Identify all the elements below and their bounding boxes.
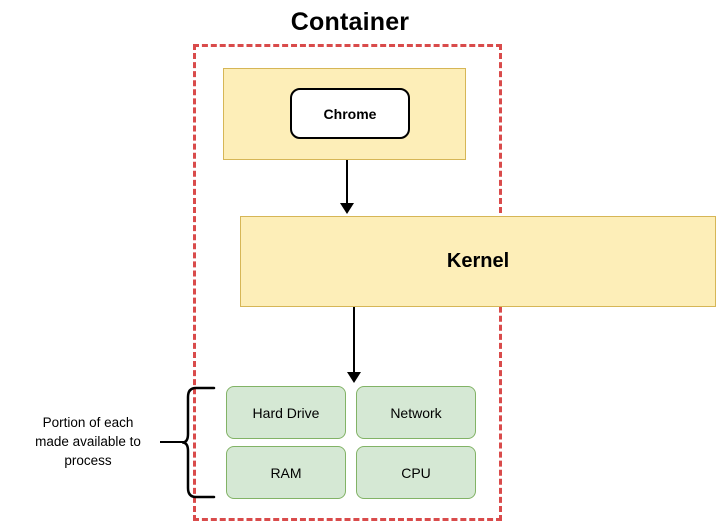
resource-node-hard-drive: Hard Drive [226, 386, 346, 439]
chrome-node: Chrome [290, 88, 410, 139]
resource-annotation: Portion of each made available to proces… [18, 413, 158, 470]
annotation-line-3: process [64, 453, 112, 468]
arrow-kernel-to-resources-head [347, 372, 361, 383]
annotation-line-2: made available to [35, 434, 141, 449]
resource-node-network: Network [356, 386, 476, 439]
diagram-title: Container [290, 8, 410, 36]
arrow-chrome-to-kernel-head [340, 203, 354, 214]
kernel-node: Kernel [240, 216, 716, 307]
resource-node-cpu: CPU [356, 446, 476, 499]
curly-brace-icon [182, 386, 216, 499]
application-layer-box [223, 68, 466, 160]
resource-node-ram: RAM [226, 446, 346, 499]
brace-leader-line [160, 441, 184, 443]
annotation-line-1: Portion of each [42, 415, 134, 430]
arrow-chrome-to-kernel-line [346, 160, 348, 205]
arrow-kernel-to-resources-line [353, 307, 355, 374]
